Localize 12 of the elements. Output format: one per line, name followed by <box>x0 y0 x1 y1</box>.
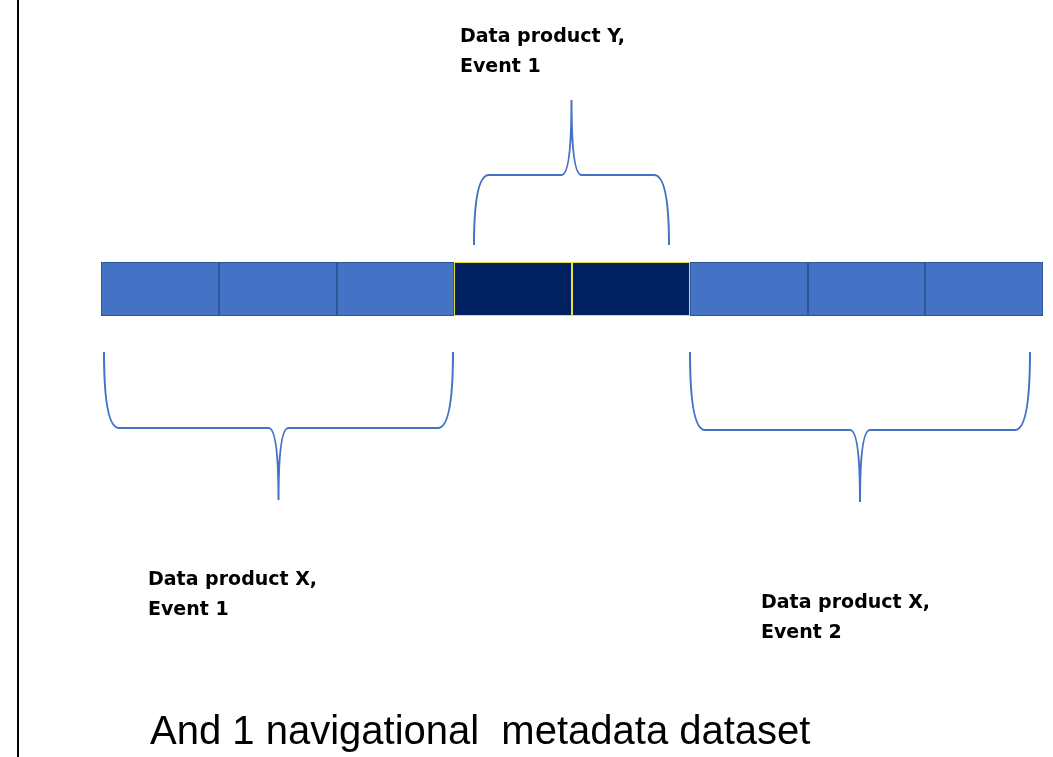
data-segment <box>336 262 455 316</box>
data-segment <box>572 262 690 316</box>
data-segment <box>101 262 219 316</box>
annotation-text: Data product X, Event 1 <box>148 566 319 621</box>
data-segment <box>925 262 1043 316</box>
annotation-text: Data product X, Event 2 <box>761 589 932 644</box>
data-segment <box>218 262 337 316</box>
caption-text: And 1 navigational metadata dataset <box>150 707 811 754</box>
data-segment <box>454 262 572 316</box>
data-segment <box>689 262 808 316</box>
data-segment <box>807 262 926 316</box>
annotation-text: Data product Y, Event 1 <box>460 23 627 78</box>
